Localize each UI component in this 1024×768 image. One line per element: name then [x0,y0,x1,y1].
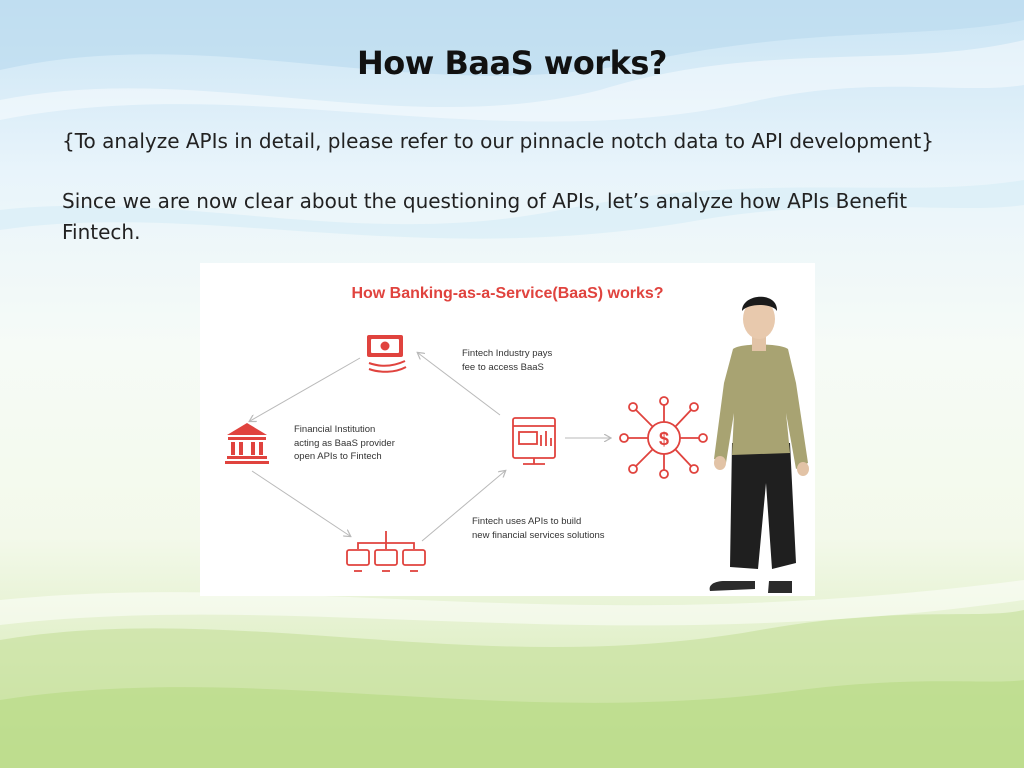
arrow-servers-to-dashboard [421,471,505,542]
dashboard-icon [512,417,556,465]
label-fintech-apis: Fintech uses APIs to build new financial… [472,515,662,542]
arrow-dashboard-to-money [418,353,501,416]
money-icon [367,335,407,373]
label-fi-line-3: open APIs to Fintech [294,451,382,462]
arrow-bank-to-servers [251,470,350,536]
bank-icon [225,423,269,464]
diagram-graphics: $ [225,296,809,593]
diagram-title: How Banking-as-a-Service(BaaS) works? [351,285,664,302]
label-financial-institution: Financial Institution acting as BaaS pro… [294,423,444,464]
arrow-money-to-bank [250,357,361,421]
label-api-line-2: new financial services solutions [472,529,605,541]
label-fee-line-1: Fintech Industry pays [462,348,553,359]
baas-diagram: $ How Banking-as-a-Service(BaaS) works? … [200,263,815,596]
person-illustration [709,296,809,593]
intro-paragraph: {To analyze APIs in detail, please refer… [62,129,935,153]
slide-title: How BaaS works? [357,44,667,82]
label-fi-line-2: acting as BaaS provider [294,437,395,449]
network-icon [346,531,426,572]
dollar-symbol: $ [659,429,669,449]
label-fee: Fintech Industry pays fee to access BaaS [462,347,612,374]
label-api-line-1: Fintech uses APIs to build [472,516,582,527]
label-fi-line-1: Financial Institution [294,424,376,435]
summary-paragraph: Since we are now clear about the questio… [62,189,908,244]
dollar-hub-icon [619,396,708,479]
label-fee-line-2: fee to access BaaS [462,361,544,373]
